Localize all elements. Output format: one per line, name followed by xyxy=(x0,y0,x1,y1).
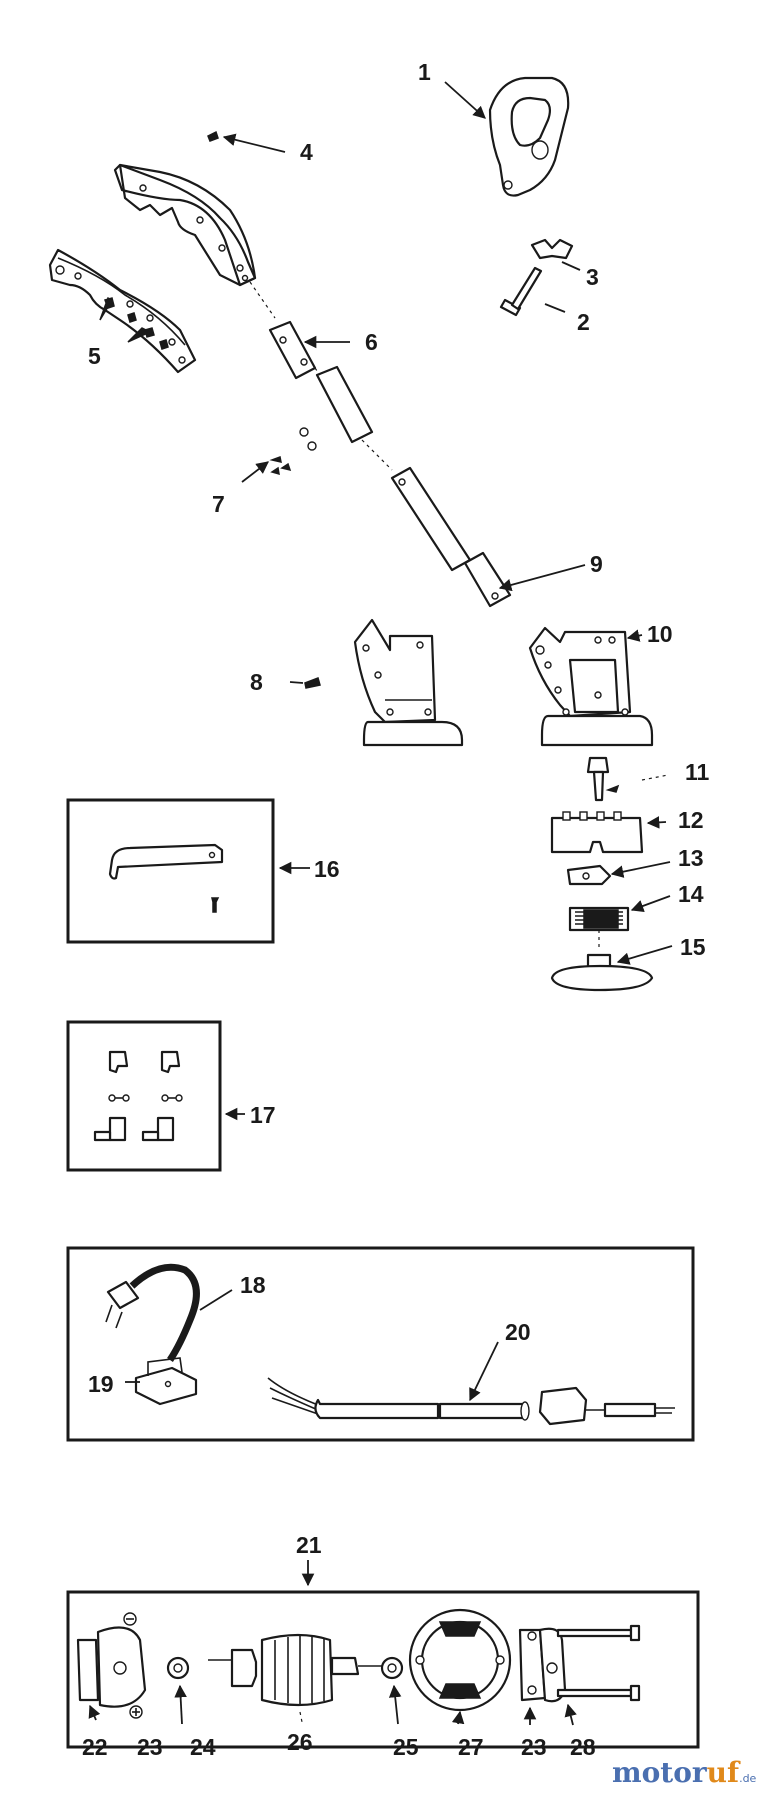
part-18-power-cord: 18 xyxy=(105,1263,266,1362)
part-23-terminal-left: 23 xyxy=(129,1705,163,1760)
svg-text:motoruf.de: motoruf.de xyxy=(612,1756,757,1789)
part-number-4: 4 xyxy=(300,139,313,165)
part-number-2: 2 xyxy=(577,309,590,335)
part-number-3: 3 xyxy=(586,264,599,290)
part-number-1: 1 xyxy=(418,59,431,85)
part-number-18: 18 xyxy=(240,1272,266,1298)
part-number-22: 22 xyxy=(82,1734,108,1760)
part-6-coupling: 6 xyxy=(268,320,378,444)
part-number-20: 20 xyxy=(505,1319,531,1345)
part-number-14: 14 xyxy=(678,881,704,907)
part-11-spool-bolt: 11 xyxy=(586,756,710,802)
part-number-7: 7 xyxy=(212,491,225,517)
part-23-brush-end: 23 xyxy=(518,1627,567,1760)
part-8-housing-half: 8 xyxy=(250,618,464,747)
part-15-bump-cap: 15 xyxy=(550,930,706,992)
watermark-brand-a: motor xyxy=(612,1756,708,1789)
part-14-line-spool: 14 xyxy=(568,881,704,932)
part-number-24: 24 xyxy=(190,1734,216,1760)
part-number-6: 6 xyxy=(365,329,378,355)
part-number-10: 10 xyxy=(647,621,673,647)
part-number-5: 5 xyxy=(88,343,101,369)
part-19-switch: 19 xyxy=(88,1357,198,1406)
part-12-spool-housing: 12 xyxy=(550,807,704,854)
part-number-26: 26 xyxy=(287,1729,313,1755)
part-4-screw: 4 xyxy=(207,130,313,165)
part-28-through-bolts: 28 xyxy=(556,1624,641,1760)
part-24-washer: 24 xyxy=(166,1656,216,1760)
cord-switch-box: 18 19 20 xyxy=(66,1246,695,1442)
part-13-clip: 13 xyxy=(566,845,704,886)
part-25-washer: 25 xyxy=(380,1656,419,1760)
part-number-23-left: 23 xyxy=(137,1734,163,1760)
part-3-wing-nut: 3 xyxy=(530,238,599,290)
part-number-16: 16 xyxy=(314,856,340,882)
part-number-11: 11 xyxy=(685,759,710,785)
part-10-housing-half: 10 xyxy=(528,621,673,747)
part-5-grip: 5 xyxy=(48,248,197,374)
watermark-brand-b: uf xyxy=(707,1756,741,1789)
part-number-13: 13 xyxy=(678,845,704,871)
part-26-armature: 26 xyxy=(208,1633,385,1755)
part-2-bolt: 2 xyxy=(499,266,590,335)
part-9-lower-tube: 9 xyxy=(361,439,603,608)
part-number-17: 17 xyxy=(250,1102,276,1128)
part-22-end-cap: 22 xyxy=(76,1612,147,1760)
part-7-fasteners: 7 xyxy=(212,427,317,517)
part-27-field-ring: 27 xyxy=(408,1608,512,1760)
part-number-27: 27 xyxy=(458,1734,484,1760)
part-number-19: 19 xyxy=(88,1371,114,1397)
part-number-25: 25 xyxy=(393,1734,419,1760)
part-number-28: 28 xyxy=(570,1734,596,1760)
part-number-21: 21 xyxy=(296,1532,322,1558)
upper-tube xyxy=(113,163,276,319)
part-number-9: 9 xyxy=(590,551,603,577)
part-1-handle: 1 xyxy=(418,59,570,197)
part-number-23-right: 23 xyxy=(521,1734,547,1760)
part-number-12: 12 xyxy=(678,807,704,833)
part-number-15: 15 xyxy=(680,934,706,960)
part-17-brush-kit: 17 xyxy=(66,1020,276,1172)
watermark-logo: motoruf.de xyxy=(612,1756,757,1789)
part-number-8: 8 xyxy=(250,669,263,695)
watermark-tld: .de xyxy=(739,1772,756,1785)
part-21-motor-assembly: 21 22 23 24 xyxy=(66,1532,700,1760)
part-16-guard-kit: 16 xyxy=(66,798,340,944)
part-20-lead-wire: 20 xyxy=(267,1319,675,1426)
